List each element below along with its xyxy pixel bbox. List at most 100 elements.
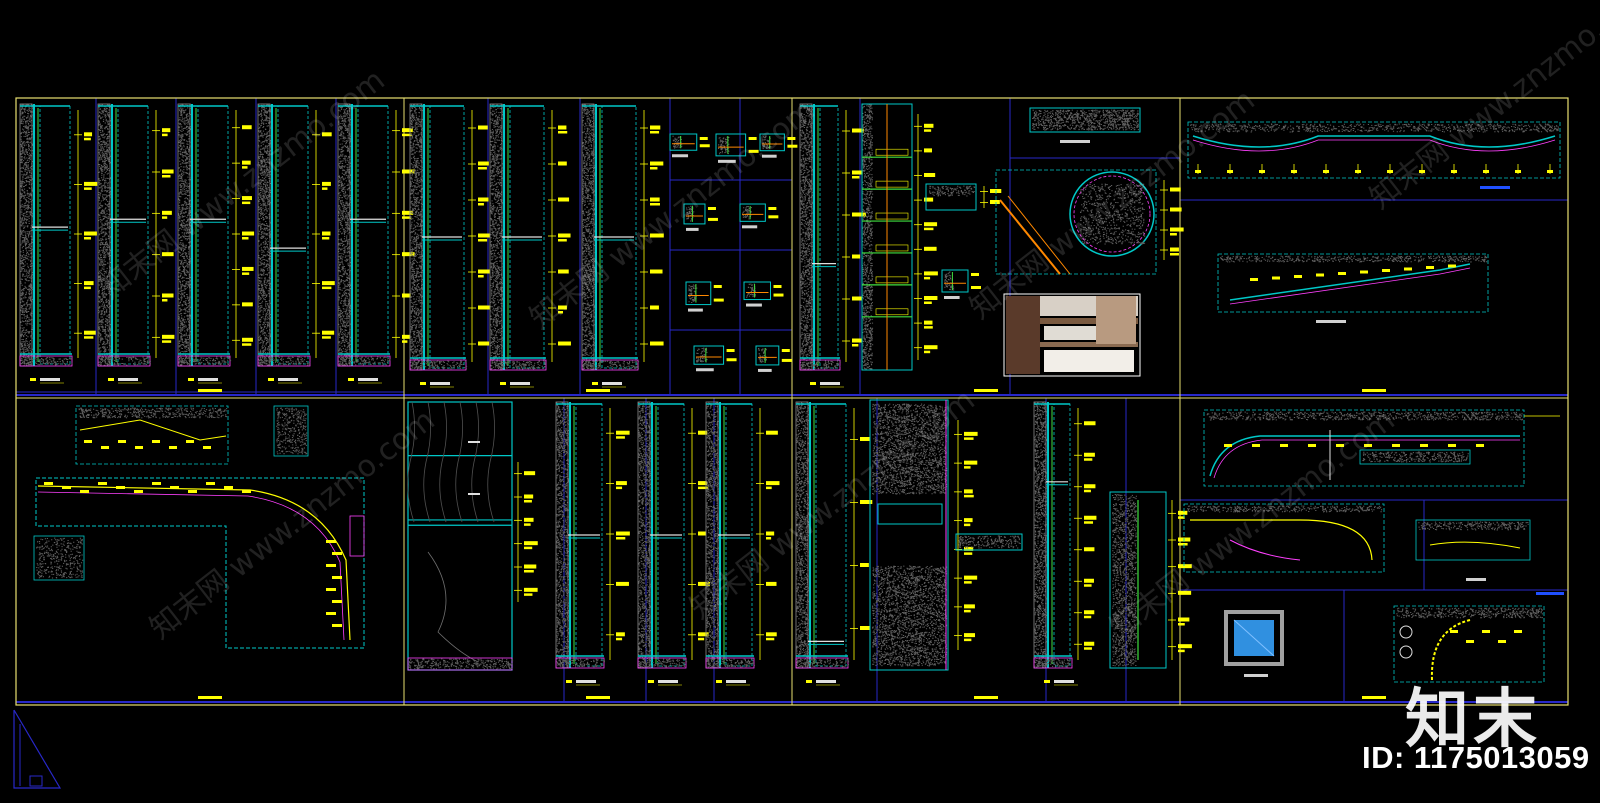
sheet-title-mark bbox=[974, 389, 998, 392]
section-title-mark bbox=[500, 382, 506, 385]
section-title-mark bbox=[716, 680, 722, 683]
section-title-bar bbox=[602, 382, 622, 385]
wall-section bbox=[337, 103, 415, 384]
wall-section bbox=[19, 103, 98, 384]
material-hatch bbox=[1112, 494, 1138, 667]
dimension-callouts bbox=[640, 110, 664, 362]
detail-title-bar bbox=[944, 296, 960, 299]
dimension-callouts bbox=[74, 110, 98, 358]
wall-section bbox=[177, 103, 255, 384]
section-title-bar bbox=[820, 382, 840, 385]
dimension-callouts bbox=[514, 462, 538, 602]
section-title-mark bbox=[30, 378, 36, 381]
dimension-callouts bbox=[468, 110, 491, 362]
dimension-callouts bbox=[606, 408, 630, 660]
section-title-mark bbox=[648, 680, 654, 683]
wall-section bbox=[637, 401, 710, 686]
sheet-title-mark bbox=[1362, 389, 1386, 392]
material-hatch bbox=[1190, 123, 1559, 133]
detail-title-bar bbox=[696, 368, 714, 372]
ceiling-long-section bbox=[1217, 253, 1489, 323]
cabinet-elevation bbox=[407, 401, 538, 671]
detail-callout bbox=[759, 133, 798, 158]
wall-section bbox=[795, 401, 873, 686]
detail-title-bar bbox=[758, 368, 772, 372]
detail-callout bbox=[669, 133, 710, 158]
material-hatch bbox=[36, 537, 84, 579]
material-hatch bbox=[582, 360, 640, 370]
detail-title-bar bbox=[688, 308, 703, 312]
detail-title-bar bbox=[742, 225, 758, 229]
material-hatch bbox=[1034, 658, 1073, 668]
section-title-bar bbox=[576, 680, 596, 683]
corner-plan-detail bbox=[1393, 605, 1545, 683]
wall-section bbox=[97, 103, 175, 384]
detail-callout bbox=[685, 281, 724, 312]
section-title-mark bbox=[420, 382, 426, 385]
material-hatch bbox=[1034, 401, 1048, 668]
section-title-bar bbox=[198, 378, 218, 381]
round-column-detail bbox=[995, 169, 1184, 275]
section-title-mark bbox=[1044, 680, 1050, 683]
section-title-mark bbox=[810, 382, 816, 385]
material-hatch bbox=[20, 356, 73, 366]
material-hatch bbox=[98, 104, 112, 367]
detail-callout bbox=[755, 345, 792, 372]
detail-callout bbox=[743, 281, 784, 307]
sheet-title-mark bbox=[198, 389, 222, 392]
section-title-mark bbox=[188, 378, 194, 381]
detail-callout bbox=[715, 133, 759, 163]
material-hatch bbox=[408, 658, 514, 670]
wall-section bbox=[257, 103, 335, 384]
section-title-bar bbox=[1054, 680, 1074, 683]
material-hatch bbox=[1362, 451, 1469, 463]
section-title-bar bbox=[118, 378, 138, 381]
material-hatch bbox=[958, 535, 1021, 549]
sheet-title-mark bbox=[586, 389, 610, 392]
wall-section bbox=[799, 103, 866, 388]
material-hatch bbox=[1080, 183, 1146, 245]
ceiling-section bbox=[1187, 121, 1561, 179]
material-hatch bbox=[338, 104, 352, 366]
material-hatch bbox=[98, 356, 151, 366]
material-hatch bbox=[338, 356, 391, 366]
material-hatch bbox=[638, 401, 652, 669]
section-title-mark bbox=[806, 680, 812, 683]
dimension-callouts bbox=[850, 408, 873, 660]
section-title-bar bbox=[658, 680, 678, 683]
detail-callout bbox=[941, 269, 981, 299]
stone-wall-section bbox=[869, 399, 1023, 671]
detail-title-bar bbox=[686, 227, 699, 231]
photo-reference bbox=[1003, 293, 1141, 377]
wall-section bbox=[555, 401, 630, 686]
sheet-title-mark bbox=[586, 696, 610, 699]
material-hatch bbox=[178, 356, 232, 366]
stacked-section bbox=[861, 103, 1002, 371]
wall-section bbox=[1033, 401, 1097, 686]
material-hatch bbox=[706, 658, 755, 668]
material-hatch bbox=[78, 407, 228, 419]
material-hatch bbox=[1220, 255, 1488, 263]
material-hatch bbox=[872, 403, 948, 495]
dimension-callouts bbox=[152, 110, 175, 358]
material-hatch bbox=[410, 360, 468, 370]
floor-plan-detail bbox=[33, 405, 365, 649]
sheet-frames bbox=[15, 97, 1569, 706]
detail-callout bbox=[693, 345, 737, 372]
dimension-callouts bbox=[756, 408, 780, 660]
section-title-mark bbox=[592, 382, 598, 385]
dimension-callouts bbox=[312, 110, 335, 358]
sheet-title-mark bbox=[974, 696, 998, 699]
dimension-callouts bbox=[842, 110, 866, 362]
wall-section bbox=[705, 401, 780, 686]
material-hatch bbox=[796, 658, 850, 668]
material-hatch bbox=[1187, 505, 1383, 513]
detail-callout bbox=[683, 203, 718, 231]
sheet-title-mark bbox=[1362, 696, 1386, 699]
section-title-bar bbox=[278, 378, 298, 381]
wall-section bbox=[489, 103, 571, 388]
image-id-label: ID: 1175013059 bbox=[1362, 740, 1590, 775]
material-hatch bbox=[758, 348, 768, 363]
blue-scale-bar bbox=[1480, 186, 1510, 189]
